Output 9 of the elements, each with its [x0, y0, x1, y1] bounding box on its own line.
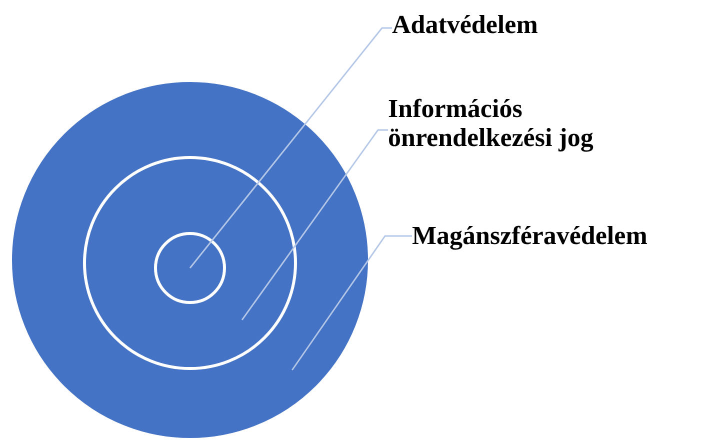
leader-line — [292, 235, 412, 370]
leader-line — [241, 129, 388, 320]
callout-text: Magánszféravédelem — [412, 221, 702, 250]
middle-circle — [83, 156, 297, 370]
leader-line — [189, 27, 392, 268]
inner-circle — [154, 232, 226, 304]
callout-text: Adatvédelem — [392, 10, 632, 39]
callout-text: Információs önrendelkezési jog — [388, 94, 658, 152]
outer-circle — [12, 82, 368, 438]
